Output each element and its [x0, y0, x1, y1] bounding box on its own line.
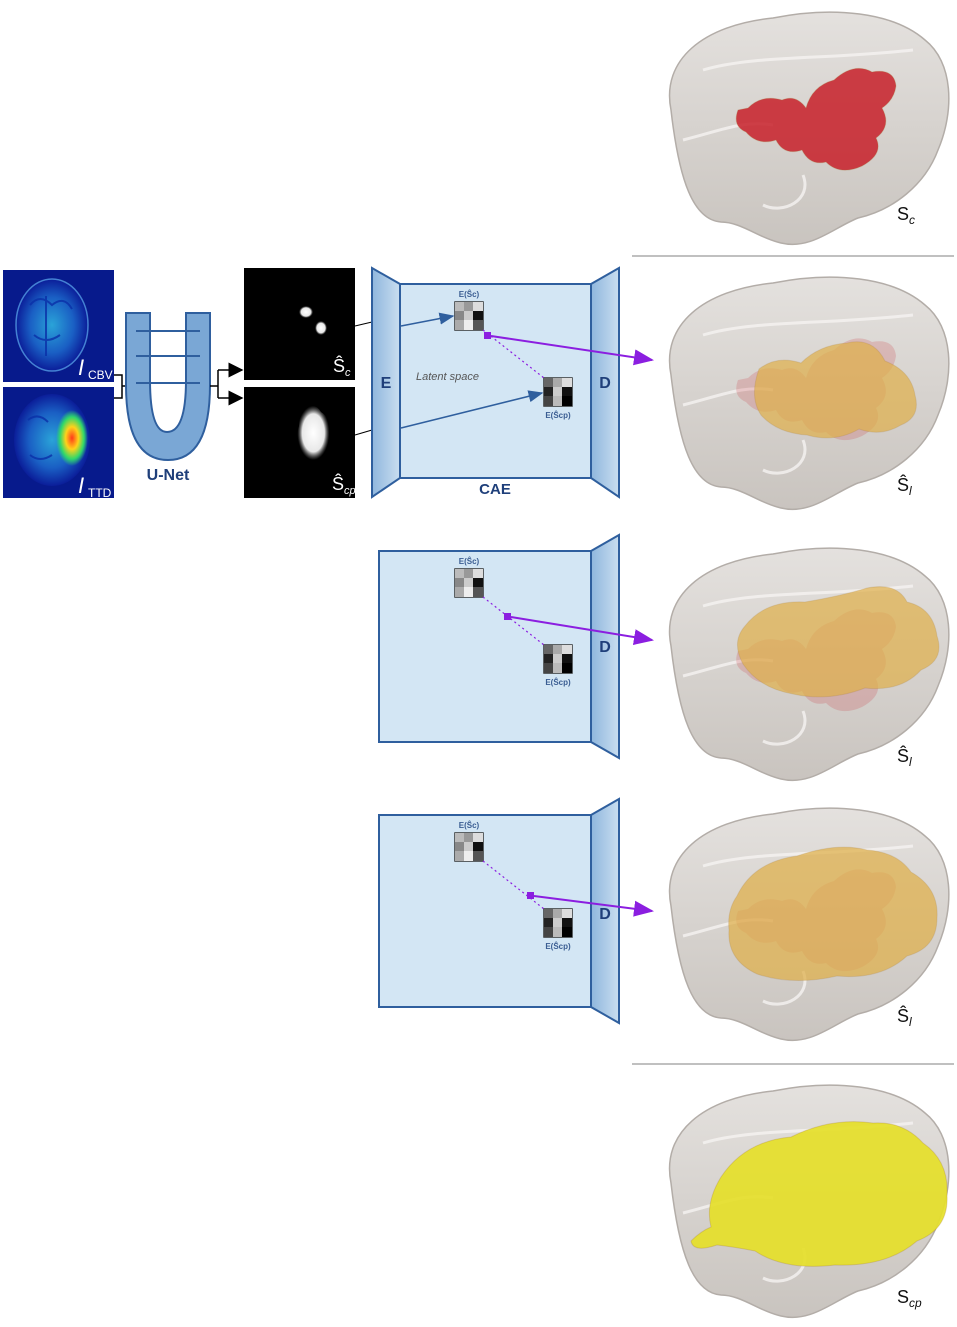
- brain-label-symbol: S: [897, 1287, 909, 1307]
- decoder-label-3: D: [599, 906, 611, 923]
- encoder-label: E: [381, 375, 392, 392]
- latent-code-penumbra-3: [543, 908, 573, 938]
- latent-space-label: Latent space: [416, 371, 479, 383]
- brain-label-subscript: cp: [909, 1296, 922, 1310]
- lesion-volume: [754, 341, 917, 439]
- ttd-symbol: I: [78, 473, 84, 498]
- core-to-encoder-line: [354, 321, 373, 327]
- lesion-volume: [728, 846, 938, 981]
- output-bracket: [210, 370, 219, 398]
- latent-code-penumbra-2: [543, 644, 573, 674]
- decode-arrow-1: [490, 335, 654, 366]
- cae-panel-3: [378, 797, 620, 1025]
- penumbra-to-encoder-line: [354, 429, 373, 436]
- unet-block: [125, 312, 211, 462]
- cbv-subscript: CBV: [88, 368, 113, 382]
- brain-label-symbol: S: [897, 204, 909, 224]
- brain-label-symbol: Ŝ: [897, 745, 909, 766]
- brain-label-symbol: Ŝ: [897, 1005, 909, 1026]
- penumbra-symbol: Ŝ: [332, 473, 344, 494]
- core-segmentation: [244, 268, 355, 380]
- decoder-label-2: D: [599, 639, 611, 656]
- brain-label-symbol: Ŝ: [897, 474, 909, 495]
- penumbra-segmentation: [244, 387, 355, 498]
- decoder-label: D: [599, 375, 611, 392]
- cae-panel-main: [371, 266, 620, 499]
- brain-label-subscript: l: [909, 755, 912, 769]
- cae-title: CAE: [479, 481, 511, 498]
- encode-core-arrow: [400, 312, 455, 327]
- core-symbol: Ŝ: [333, 355, 345, 376]
- lesion-volume: [737, 586, 940, 698]
- input-ttd-map: [3, 387, 114, 498]
- unet-label: U-Net: [147, 467, 190, 484]
- core-subscript: c: [345, 367, 351, 379]
- decode-arrow-2: [510, 616, 654, 645]
- penumbra-subscript: cp: [344, 485, 356, 497]
- ttd-subscript: TTD: [88, 486, 112, 500]
- lesion-volume: [735, 67, 897, 171]
- brain-label-subscript: l: [909, 1015, 912, 1029]
- latent-core-label-2: E(Ŝc): [459, 557, 480, 566]
- cae-panel-2: [378, 533, 620, 760]
- interpolation-point-1: [484, 332, 491, 339]
- brain-label-subscript: l: [909, 484, 912, 498]
- latent-code-core-3: [454, 832, 484, 862]
- latent-penumbra-label-2: E(Ŝcp): [545, 678, 571, 687]
- brain-label-subscript: c: [909, 213, 915, 227]
- latent-core-label-1: E(Ŝc): [459, 290, 480, 299]
- encode-penumbra-arrow: [400, 390, 544, 429]
- latent-penumbra-label-1: E(Ŝcp): [545, 411, 571, 420]
- input-cbv-map: [3, 270, 114, 382]
- latent-penumbra-label-3: E(Ŝcp): [545, 942, 571, 951]
- interpolation-point-2: [504, 613, 511, 620]
- decode-arrow-3: [533, 895, 654, 917]
- interpolation-point-3: [527, 892, 534, 899]
- cbv-symbol: I: [78, 355, 84, 380]
- latent-code-core: [454, 301, 484, 331]
- latent-code-penumbra: [543, 377, 573, 407]
- lesion-volume: [690, 1121, 948, 1267]
- latent-core-label-3: E(Ŝc): [459, 821, 480, 830]
- latent-code-core-2: [454, 568, 484, 598]
